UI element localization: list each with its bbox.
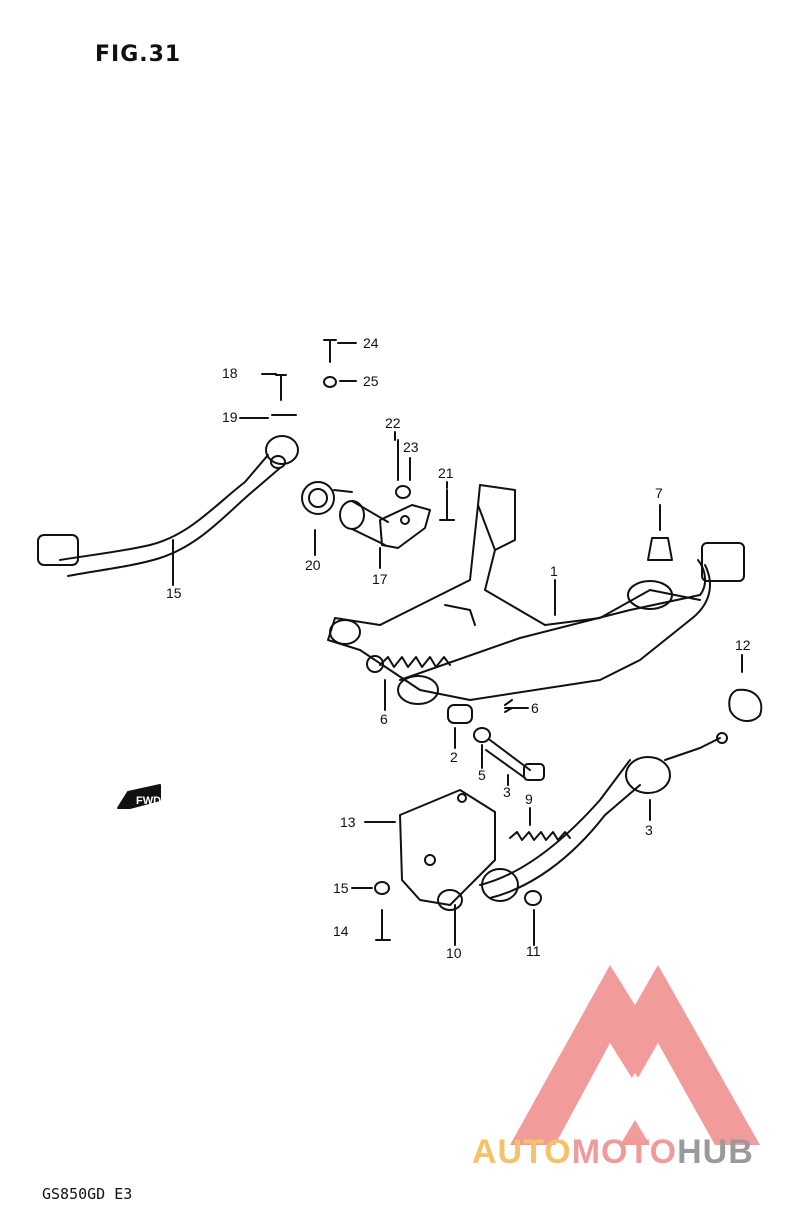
logo-word-auto: AUTO <box>472 1133 572 1171</box>
callout-3-bolt: 3 <box>503 784 511 800</box>
callout-5: 6 <box>531 700 539 716</box>
callout-21: 21 <box>438 465 454 481</box>
callout-19: 19 <box>222 409 238 425</box>
callout-22: 22 <box>385 415 401 431</box>
callout-25: 25 <box>363 373 379 389</box>
callout-10: 10 <box>446 945 462 961</box>
logo-word-moto: MOTO <box>571 1133 678 1171</box>
lower-stand-drawing <box>479 732 728 906</box>
callout-3-lower: 3 <box>645 822 653 838</box>
logo-wordmark: AUTOMOTOHUB <box>472 1133 754 1172</box>
fwd-label: FWD <box>136 795 161 807</box>
figure-title: FIG.31 <box>95 42 182 67</box>
model-code: GS850GD E3 <box>42 1185 133 1203</box>
callout-11: 11 <box>526 943 541 959</box>
bracket-drawing <box>339 500 431 549</box>
automotohub-logo <box>510 965 760 1145</box>
main-stand-drawing <box>327 484 745 705</box>
callout-18: 18 <box>222 365 238 381</box>
callout-7: 7 <box>655 485 663 501</box>
callout-9: 9 <box>525 791 533 807</box>
callout-14: 14 <box>333 923 349 939</box>
callout-labels: 18 19 24 25 22 23 21 20 17 15 1 7 12 6 2… <box>166 335 751 961</box>
logo-word-hub: HUB <box>677 1133 754 1171</box>
callout-23: 23 <box>403 439 419 455</box>
callout-17: 17 <box>372 571 388 587</box>
callout-15: 15 <box>333 880 349 896</box>
mount-plate-drawing <box>399 789 496 911</box>
callout-13: 13 <box>340 814 356 830</box>
callout-6: 6 <box>380 711 388 727</box>
callout-24: 24 <box>363 335 379 351</box>
callout-15-side: 15 <box>166 585 182 601</box>
callout-20: 20 <box>305 557 321 573</box>
callout-2: 2 <box>450 749 458 765</box>
callout-1: 1 <box>550 563 558 579</box>
callout-4: 5 <box>478 767 486 783</box>
spring-clip-drawing <box>301 481 353 515</box>
side-stand-drawing <box>37 435 299 577</box>
callout-12: 12 <box>735 637 751 653</box>
